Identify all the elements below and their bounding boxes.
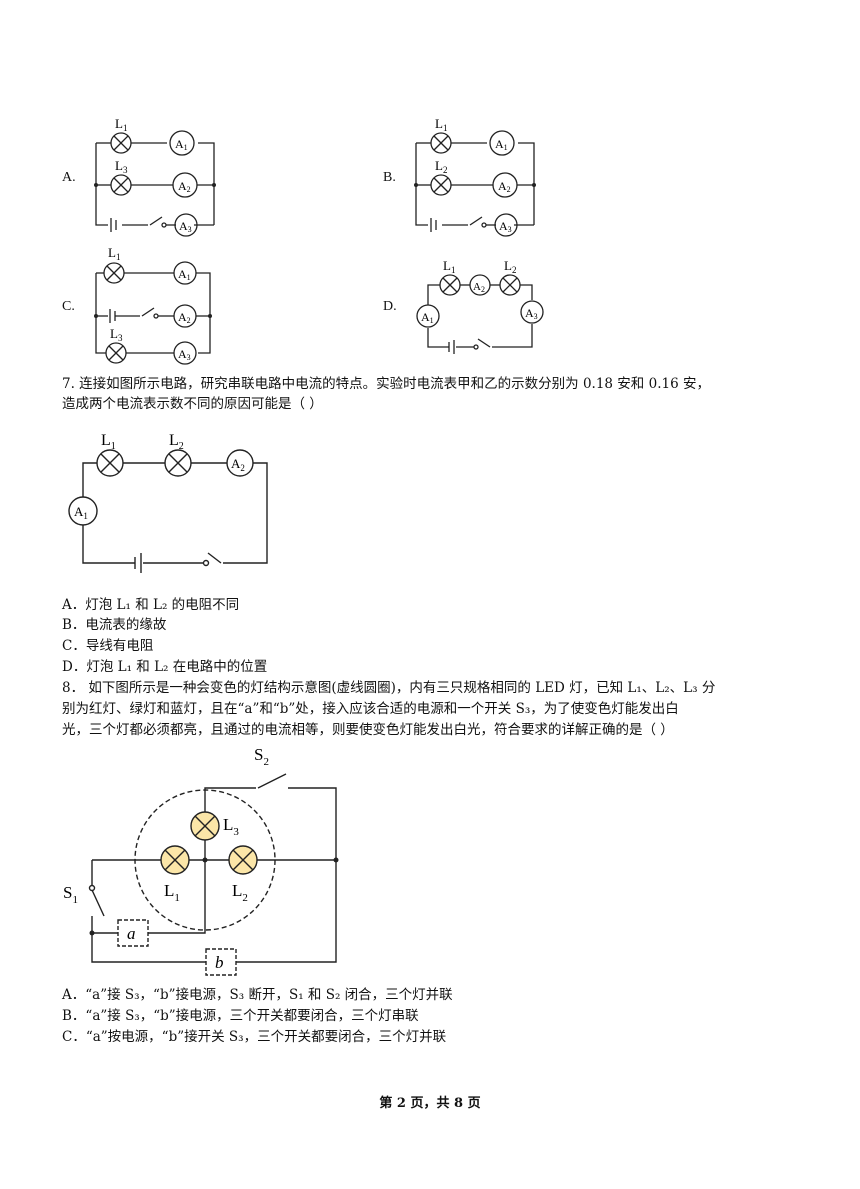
svg-text:L2: L2 [232, 881, 248, 904]
svg-text:L1: L1 [435, 116, 447, 133]
svg-text:b: b [215, 953, 224, 972]
svg-text:A2: A2 [178, 179, 191, 194]
svg-text:A1: A1 [74, 504, 88, 521]
page-footer: 第 2 页，共 8 页 [379, 1096, 481, 1111]
q7-option-d: D．灯泡 L₁ 和 L₂ 在电路中的位置 [62, 659, 268, 675]
q7-stem-line2: 造成两个电流表示数不同的原因可能是（ ） [62, 396, 323, 412]
q8-stem-line2: 别为红灯、绿灯和蓝灯，且在“a”和“b”处，接入应该合适的电源和一个开关 S₃，… [62, 701, 679, 717]
svg-text:A3: A3 [178, 347, 191, 362]
svg-text:L2: L2 [169, 432, 184, 452]
svg-text:A1: A1 [495, 137, 508, 152]
q7-option-c: C．导线有电阻 [62, 638, 154, 654]
q6-option-c-label: C. [62, 299, 75, 314]
svg-text:S1: S1 [63, 883, 78, 906]
svg-text:L2: L2 [504, 258, 516, 275]
svg-text:L3: L3 [223, 815, 239, 838]
q8-option-a: A．“a”接 S₃，“b”接电源，S₃ 断开，S₁ 和 S₂ 闭合，三个灯并联 [62, 987, 453, 1003]
q8-option-c: C．“a”按电源，“b”接开关 S₃，三个开关都要闭合，三个灯并联 [62, 1029, 447, 1045]
q6-option-d-label: D. [383, 299, 397, 314]
q6-option-a-label: A. [62, 170, 76, 185]
q7-circuit: L1 L2 A2 A1 [68, 432, 268, 573]
svg-text:L1: L1 [164, 881, 180, 904]
svg-text:S2: S2 [254, 745, 269, 768]
q6-circuit-c: L1 L3 A1 A2 A3 [94, 245, 212, 365]
q6-circuit-d: L1 L2 A2 A1 A3 [416, 258, 544, 354]
svg-text:L3: L3 [110, 326, 123, 343]
q6a-L1-label: L1 [115, 116, 127, 133]
q6a-L3-label: L3 [115, 158, 128, 175]
q8-stem-line1: 8． 如下图所示是一种会变色的灯结构示意图(虚线圆圈)，内有三只规格相同的 LE… [62, 680, 716, 696]
svg-text:A3: A3 [179, 219, 192, 234]
svg-text:A1: A1 [178, 267, 191, 282]
svg-text:A2: A2 [473, 281, 485, 294]
q7-option-a: A．灯泡 L₁ 和 L₂ 的电阻不同 [62, 597, 240, 613]
q6-option-b-label: B. [383, 170, 396, 185]
svg-text:A2: A2 [231, 456, 245, 473]
svg-text:a: a [127, 924, 136, 943]
q6-circuit-a: L1 L3 A1 A2 A3 [94, 116, 216, 237]
q7-option-b: B．电流表的缘故 [62, 617, 167, 633]
q6-circuit-b: L1 L2 A1 A2 A3 [414, 116, 536, 237]
q8-stem-line3: 光，三个灯都必须都亮，且通过的电流相等，则要使变色灯能发出白光，符合要求的详解正… [62, 722, 674, 738]
svg-text:A2: A2 [178, 310, 191, 325]
svg-text:L1: L1 [443, 258, 455, 275]
svg-text:L1: L1 [101, 432, 116, 452]
q8-circuit: S2 L3 L1 L2 S1 a b [63, 745, 339, 976]
svg-text:L1: L1 [108, 245, 120, 262]
svg-text:A3: A3 [499, 219, 512, 234]
svg-text:L2: L2 [435, 158, 447, 175]
q7-stem-line1: 7. 连接如图所示电路，研究串联电路中电流的特点。实验时电流表甲和乙的示数分别为… [62, 376, 710, 392]
svg-text:A1: A1 [175, 137, 188, 152]
svg-text:A2: A2 [498, 179, 511, 194]
q8-option-b: B．“a”接 S₃，“b”接电源，三个开关都要闭合，三个灯串联 [62, 1008, 419, 1024]
svg-text:A3: A3 [525, 306, 538, 321]
svg-text:A1: A1 [421, 310, 434, 325]
